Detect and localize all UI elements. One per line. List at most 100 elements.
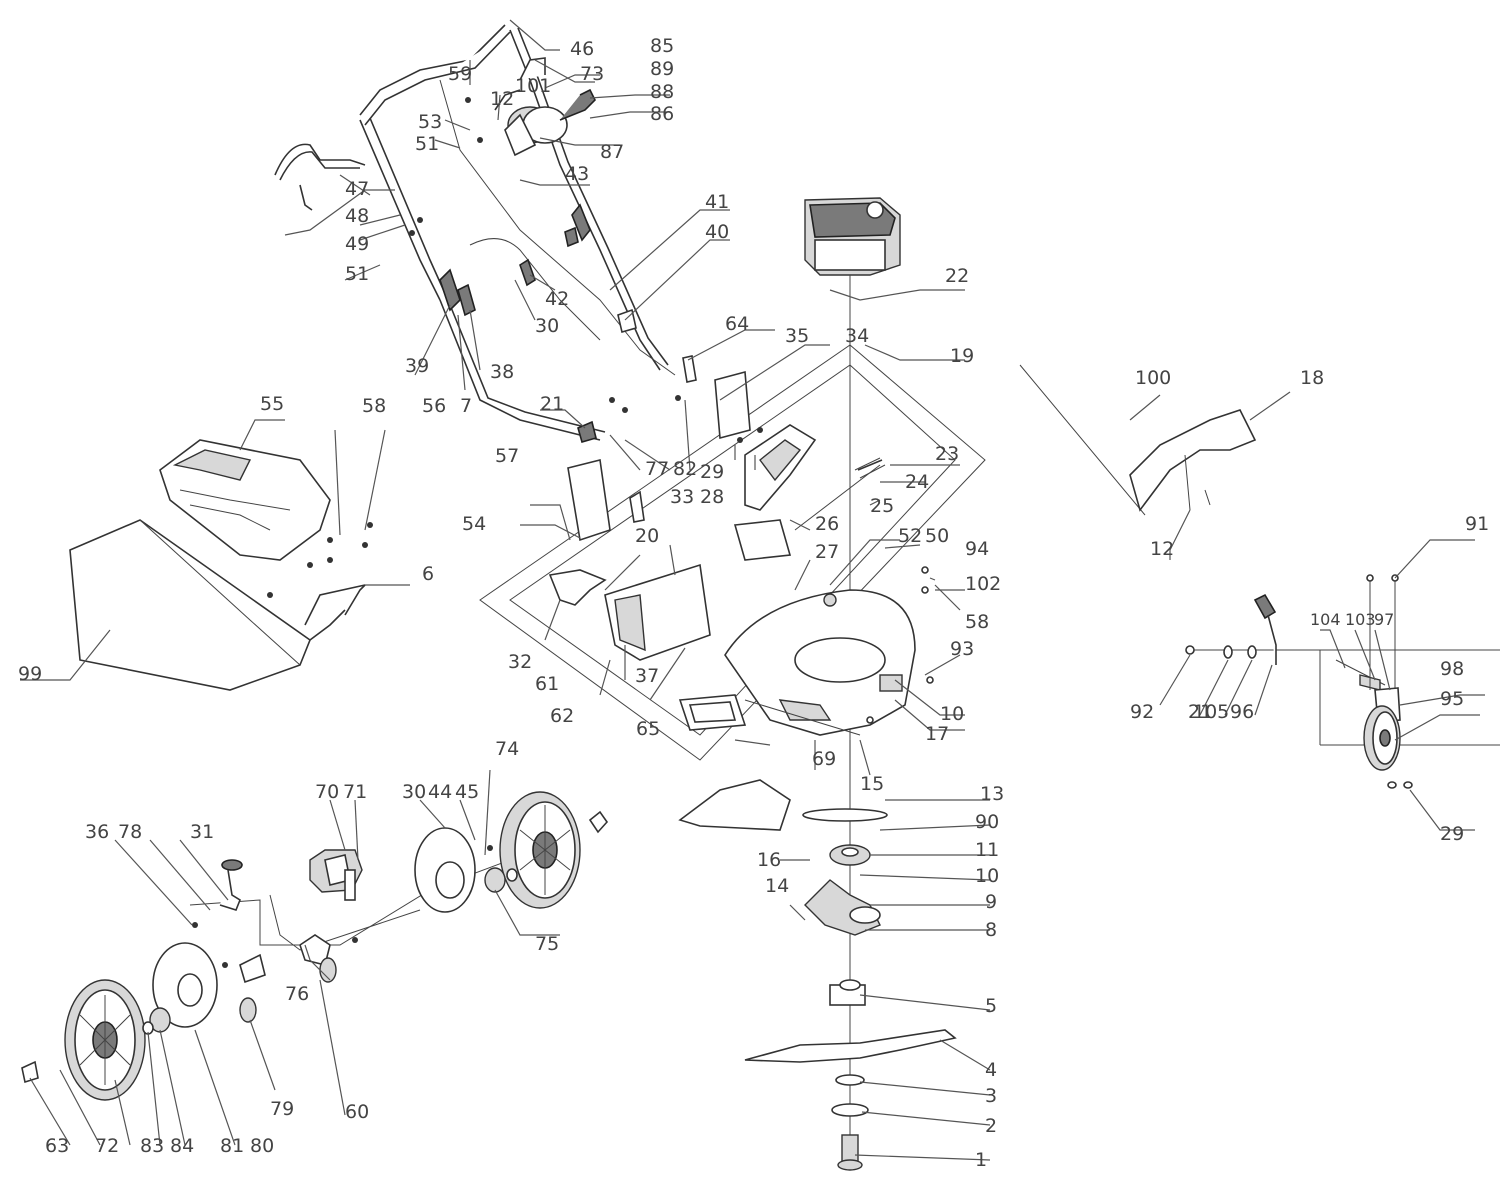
knob-part-21 [577,420,597,443]
label-part-95: 95 [1440,688,1464,710]
label-part-45: 45 [455,781,479,803]
label-part-2: 2 [985,1115,997,1137]
label-part-73: 73 [580,63,604,85]
rear-wheel-right-part [499,791,581,909]
label-part-42: 42 [545,288,569,310]
label-part-69: 69 [812,748,836,770]
rear-wheel-left-part [64,942,218,1101]
label-part-41: 41 [705,191,729,213]
label-part-96: 96 [1230,701,1254,723]
label-part-51-lower: 51 [345,263,369,285]
label-part-34: 34 [845,325,869,347]
label-part-23: 23 [935,443,959,465]
label-part-30-gearbox: 30 [402,781,426,803]
label-part-57: 57 [495,445,519,467]
label-part-39: 39 [405,355,429,377]
label-part-48: 48 [345,205,369,227]
label-part-58-bag: 58 [362,395,386,417]
spring-part-20 [629,490,645,523]
label-part-104: 104 [1310,610,1341,629]
gearbox-part [309,849,363,901]
label-part-75: 75 [535,933,559,955]
clamp-knob-part-38 [457,283,476,317]
bracket-part-42 [519,258,536,287]
rear-wheel-group [21,791,609,1101]
label-part-10-lower: 10 [975,865,999,887]
bag-rod-part [309,609,346,641]
label-part-11: 11 [975,839,999,861]
label-part-15: 15 [860,773,884,795]
deck-group [479,344,986,831]
label-part-1: 1 [975,1149,987,1171]
label-part-12-handle: 12 [490,88,514,110]
label-part-4: 4 [985,1059,997,1081]
blade-bolt-part [841,1134,859,1164]
label-part-10-upper: 10 [940,703,964,725]
label-part-97: 97 [1374,610,1394,629]
label-part-78: 78 [118,821,142,843]
bag-frame-part [159,439,331,561]
plate-part-35 [714,370,751,440]
label-part-63: 63 [45,1135,69,1157]
handle-group [267,24,883,598]
label-part-56: 56 [422,395,446,417]
label-part-9: 9 [985,891,997,913]
hub-cap-part-63 [21,1060,39,1084]
label-part-21-handle: 21 [540,393,564,415]
hinge-bracket-part [879,674,903,692]
label-part-6: 6 [422,563,434,585]
cable-part-100 [1019,364,1146,516]
label-part-51-upper: 51 [415,133,439,155]
label-part-79: 79 [270,1098,294,1120]
label-part-5: 5 [985,995,997,1017]
label-part-50: 50 [925,525,949,547]
label-part-18: 18 [1300,367,1324,389]
label-part-64: 64 [725,313,749,335]
bracket-part-76 [299,934,331,966]
upper-handle-part [359,24,506,116]
label-part-47: 47 [345,178,369,200]
label-part-86: 86 [650,103,674,125]
clamp-lever-part-upper [571,203,591,242]
label-part-70: 70 [315,781,339,803]
label-part-40: 40 [705,221,729,243]
leader-lines [20,19,1485,1161]
callout-labels: 1 2 3 4 5 6 7 8 9 10 10 11 12 12 13 14 1… [18,35,1489,1171]
label-part-29-deck: 29 [700,461,724,483]
label-part-17: 17 [925,723,949,745]
front-wheel-part [1363,687,1401,771]
label-part-59: 59 [448,63,472,85]
label-part-29-wheel: 29 [1440,823,1464,845]
label-part-80: 80 [250,1135,274,1157]
lower-handle-part [439,79,676,376]
height-adjust-lever-part [1253,593,1277,620]
label-part-53: 53 [418,111,442,133]
label-part-20: 20 [635,525,659,547]
label-part-71: 71 [343,781,367,803]
label-part-30-handle: 30 [535,315,559,337]
label-part-43: 43 [565,163,589,185]
label-part-31: 31 [190,821,214,843]
label-part-14: 14 [765,875,789,897]
label-part-21-wheel: 21 [1188,701,1212,723]
label-part-85: 85 [650,35,674,57]
label-part-36: 36 [85,821,109,843]
label-part-84: 84 [170,1135,194,1157]
label-part-99: 99 [18,663,42,685]
label-part-72: 72 [95,1135,119,1157]
label-part-89: 89 [650,58,674,80]
label-part-38: 38 [490,361,514,383]
label-part-82: 82 [673,458,697,480]
label-part-81: 81 [220,1135,244,1157]
label-part-102: 102 [965,573,1001,595]
knob-part [504,113,537,157]
chute-bracket-part [733,519,792,561]
engine-part [804,197,901,295]
washer-part-2 [831,1103,869,1117]
label-part-32: 32 [508,651,532,673]
label-part-24: 24 [905,471,929,493]
clip-part-40 [617,308,637,333]
label-part-65: 65 [636,718,660,740]
label-part-54: 54 [462,513,486,535]
